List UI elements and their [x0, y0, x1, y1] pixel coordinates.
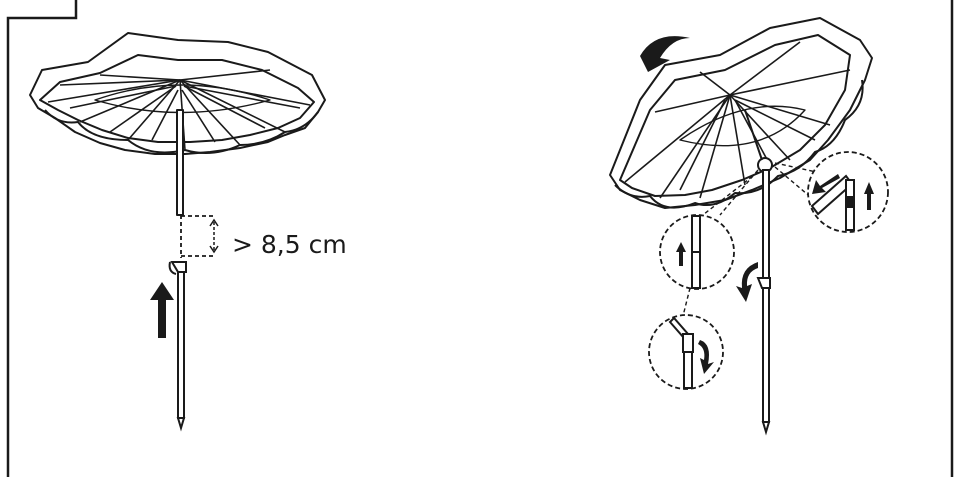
- measurement-bracket: [209, 218, 219, 254]
- lower-pole-left: [168, 261, 187, 432]
- arrow-down-left-icon: [812, 174, 840, 194]
- measurement-marker: [180, 215, 216, 258]
- tilt-arrow-icon: [736, 262, 758, 302]
- detail-circle-lock: [648, 314, 724, 390]
- detail-circle-hinge: [659, 214, 735, 290]
- measurement-label: > 8,5 cm: [232, 230, 347, 259]
- detail-circle-push: [807, 151, 889, 233]
- arrow-up-icon: [150, 282, 174, 338]
- umbrella-right: [609, 17, 873, 209]
- umbrella-left: [29, 32, 326, 216]
- arrow-up-icon: [864, 182, 874, 210]
- pole-right: [756, 169, 771, 436]
- arrow-up-icon: [676, 242, 686, 266]
- hinge-icon: [698, 340, 714, 374]
- rotate-arrow-icon: [638, 36, 690, 72]
- page-frame: [6, 0, 954, 477]
